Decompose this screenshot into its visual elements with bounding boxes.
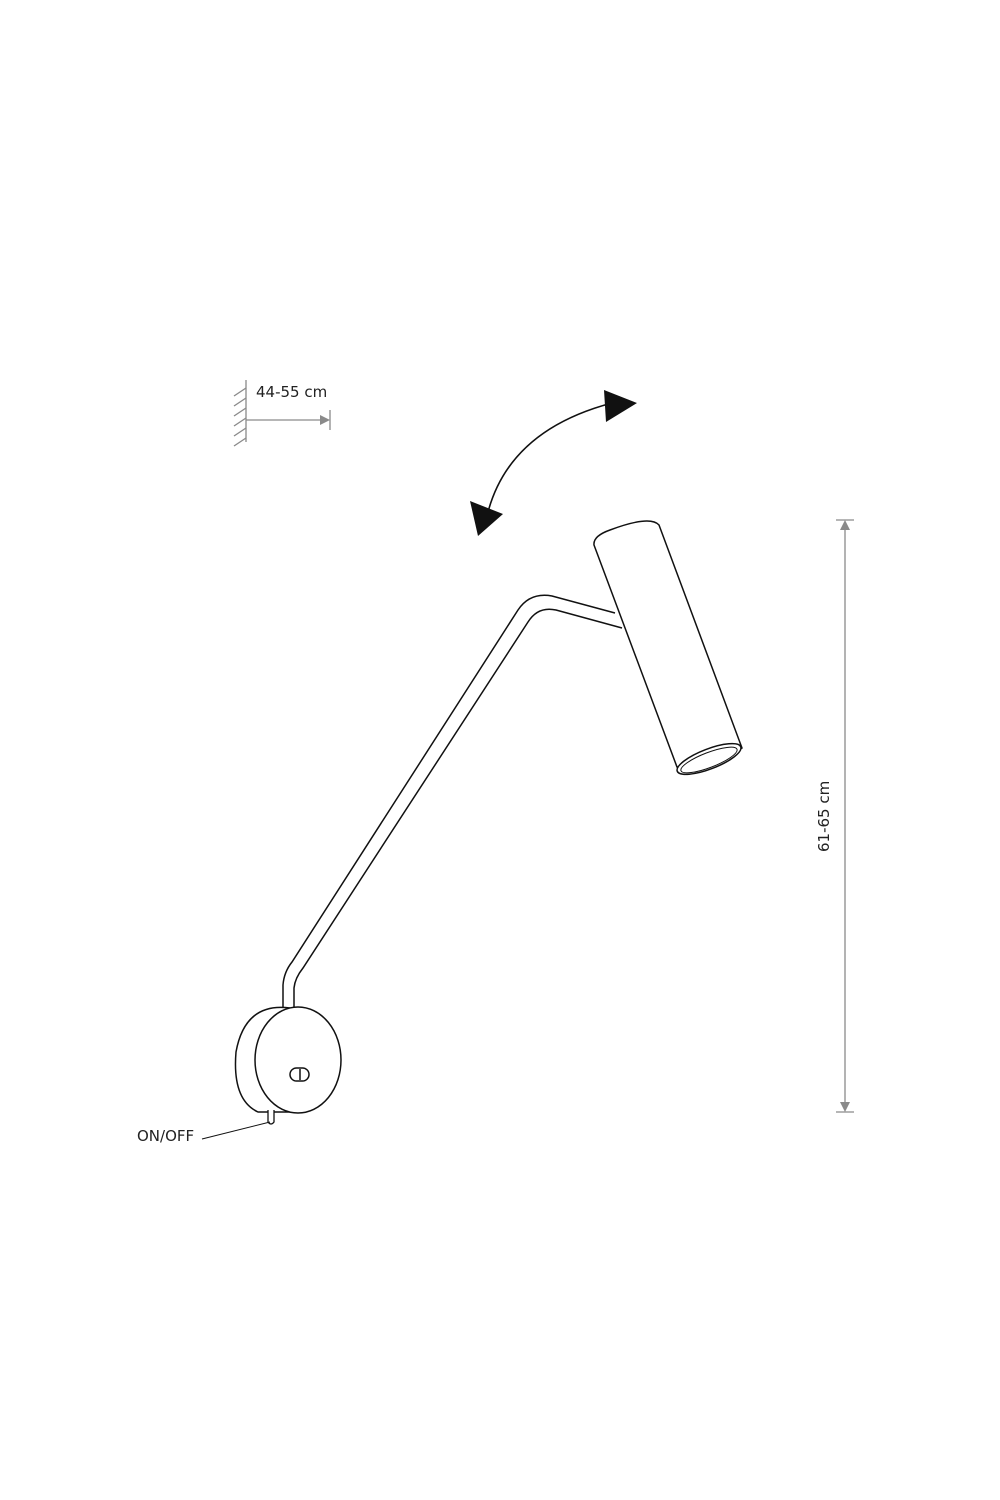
rotation-arrow: [470, 390, 637, 536]
switch-label: ON/OFF: [137, 1127, 194, 1145]
on-off-switch: [201, 1110, 275, 1140]
height-label: 61-65 cm: [815, 781, 833, 852]
rotation-arrowhead-top: [604, 390, 637, 422]
rotation-arrowhead-bottom: [470, 501, 503, 536]
lamp-arm: [282, 594, 623, 1012]
projection-arrowhead: [320, 415, 330, 425]
wall-hatch: [233, 387, 247, 447]
projection-dimension: [233, 380, 331, 447]
height-dimension: [836, 519, 854, 1113]
wall-base: [234, 1006, 342, 1114]
projection-label: 44-55 cm: [256, 383, 327, 401]
lamp-head: [593, 520, 743, 776]
